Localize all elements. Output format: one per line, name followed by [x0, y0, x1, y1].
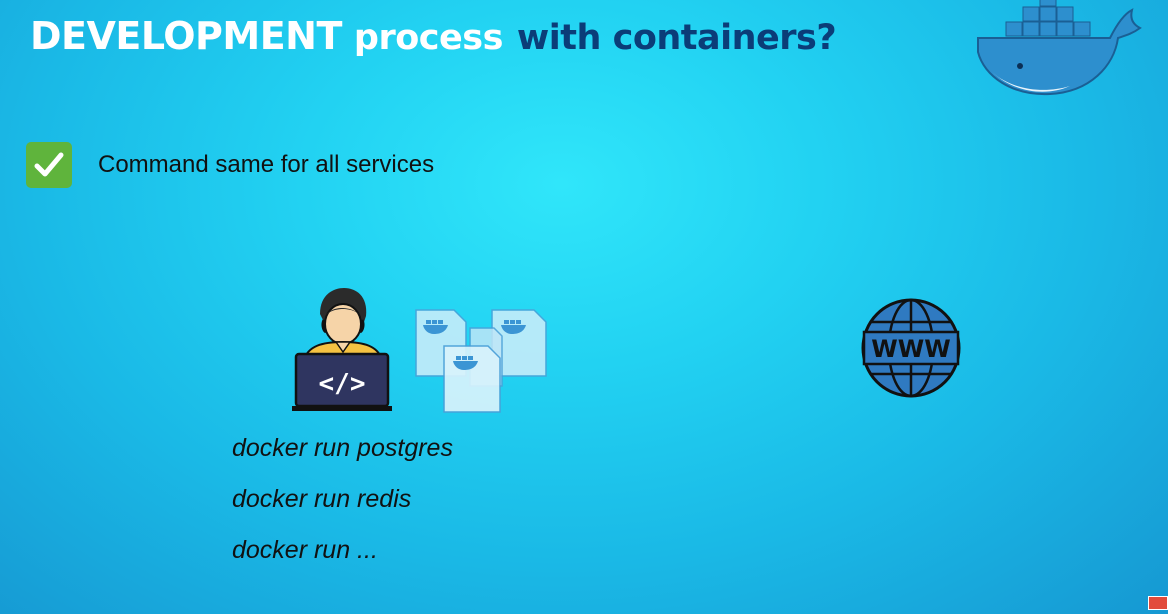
- corner-badge-icon: [1148, 596, 1168, 610]
- command-line: docker run redis: [232, 485, 412, 513]
- slide-title: DEVELOPMENT process with containers?: [30, 14, 837, 58]
- globe-www-icon: WWW: [858, 296, 964, 400]
- command-list: docker run postgres docker run redis doc…: [232, 430, 453, 583]
- checklist-label: Command same for all services: [98, 151, 435, 178]
- developer-laptop-code-icon: </>: [290, 284, 394, 414]
- title-development: DEVELOPMENT: [30, 14, 342, 58]
- checklist-item: Command same for all services: [26, 142, 434, 188]
- title-process: process: [353, 18, 504, 58]
- docker-whale-logo-icon: [972, 0, 1144, 100]
- svg-text:</>: </>: [319, 369, 366, 399]
- command-line: docker run ...: [232, 536, 378, 564]
- check-icon: [26, 142, 72, 188]
- docker-image-files-icon: [410, 306, 555, 418]
- title-with-containers: with containers?: [516, 18, 837, 58]
- command-line: docker run postgres: [232, 434, 453, 462]
- globe-www-text: WWW: [871, 335, 950, 363]
